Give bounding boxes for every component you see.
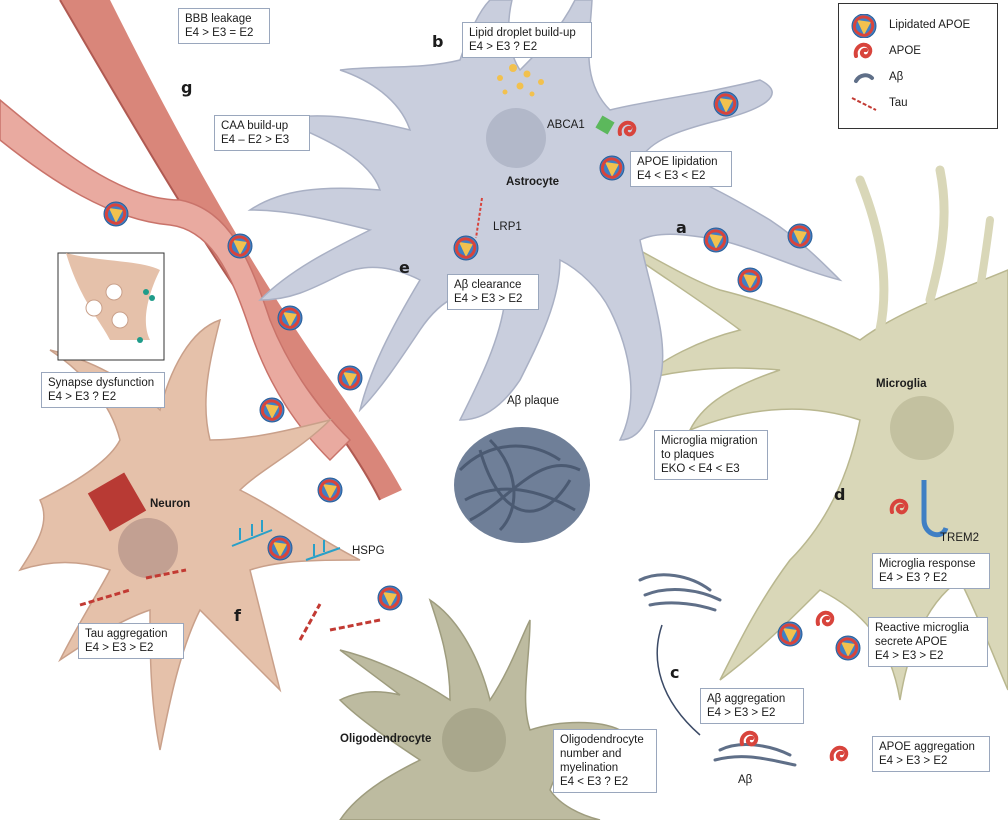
legend-item: Aβ bbox=[839, 66, 999, 90]
panel-letter-g: g bbox=[181, 78, 193, 97]
lipidated-apoe-icon bbox=[850, 14, 878, 38]
synapse-inset bbox=[57, 252, 165, 361]
apoe-icon bbox=[853, 42, 873, 59]
panel-letter-d: d bbox=[834, 485, 846, 504]
tau-aggregate bbox=[79, 472, 381, 641]
panel-letter-e: e bbox=[399, 258, 410, 277]
abeta-icon bbox=[854, 73, 874, 83]
abeta-plaque-label: Aβ plaque bbox=[507, 395, 560, 407]
aggregation-arrow bbox=[656, 624, 701, 736]
abca1-label: ABCA1 bbox=[547, 119, 585, 131]
tau-icon bbox=[851, 97, 877, 111]
panel-letter-f: f bbox=[234, 606, 241, 625]
legend-item: Tau bbox=[839, 92, 999, 116]
abca1-transporter bbox=[595, 115, 615, 135]
astrocyte-cell bbox=[247, 0, 843, 441]
legend-item: Lipidated APOE bbox=[839, 14, 999, 38]
astrocyte-label: Astrocyte bbox=[506, 176, 560, 188]
lrp1-label: LRP1 bbox=[493, 221, 522, 233]
legend-label: APOE bbox=[889, 45, 921, 57]
abeta-plaque bbox=[454, 427, 590, 543]
oligodendrocyte-label: Oligodendrocyte bbox=[340, 733, 432, 745]
legend: Lipidated APOE APOE Aβ Tau bbox=[838, 3, 998, 129]
legend-label: Aβ bbox=[889, 71, 904, 83]
lrp1-receptor bbox=[475, 197, 483, 239]
abeta-aggregation-cluster bbox=[638, 573, 797, 767]
panel-letter-b: b bbox=[432, 32, 444, 51]
trem2-receptor bbox=[921, 480, 949, 538]
trem2-label: TREM2 bbox=[940, 532, 979, 544]
oligodendrocyte-cell bbox=[338, 598, 622, 820]
hspg-structure bbox=[231, 520, 341, 561]
legend-label: Tau bbox=[889, 97, 908, 109]
legend-item: APOE bbox=[839, 40, 999, 64]
legend-label: Lipidated APOE bbox=[889, 19, 971, 31]
panel-letter-c: c bbox=[670, 663, 680, 682]
abeta-label: Aβ bbox=[738, 774, 753, 786]
panel-letter-a: a bbox=[676, 218, 687, 237]
neuron-label: Neuron bbox=[150, 498, 191, 510]
hspg-label: HSPG bbox=[352, 545, 385, 557]
microglia-label: Microglia bbox=[876, 378, 927, 390]
